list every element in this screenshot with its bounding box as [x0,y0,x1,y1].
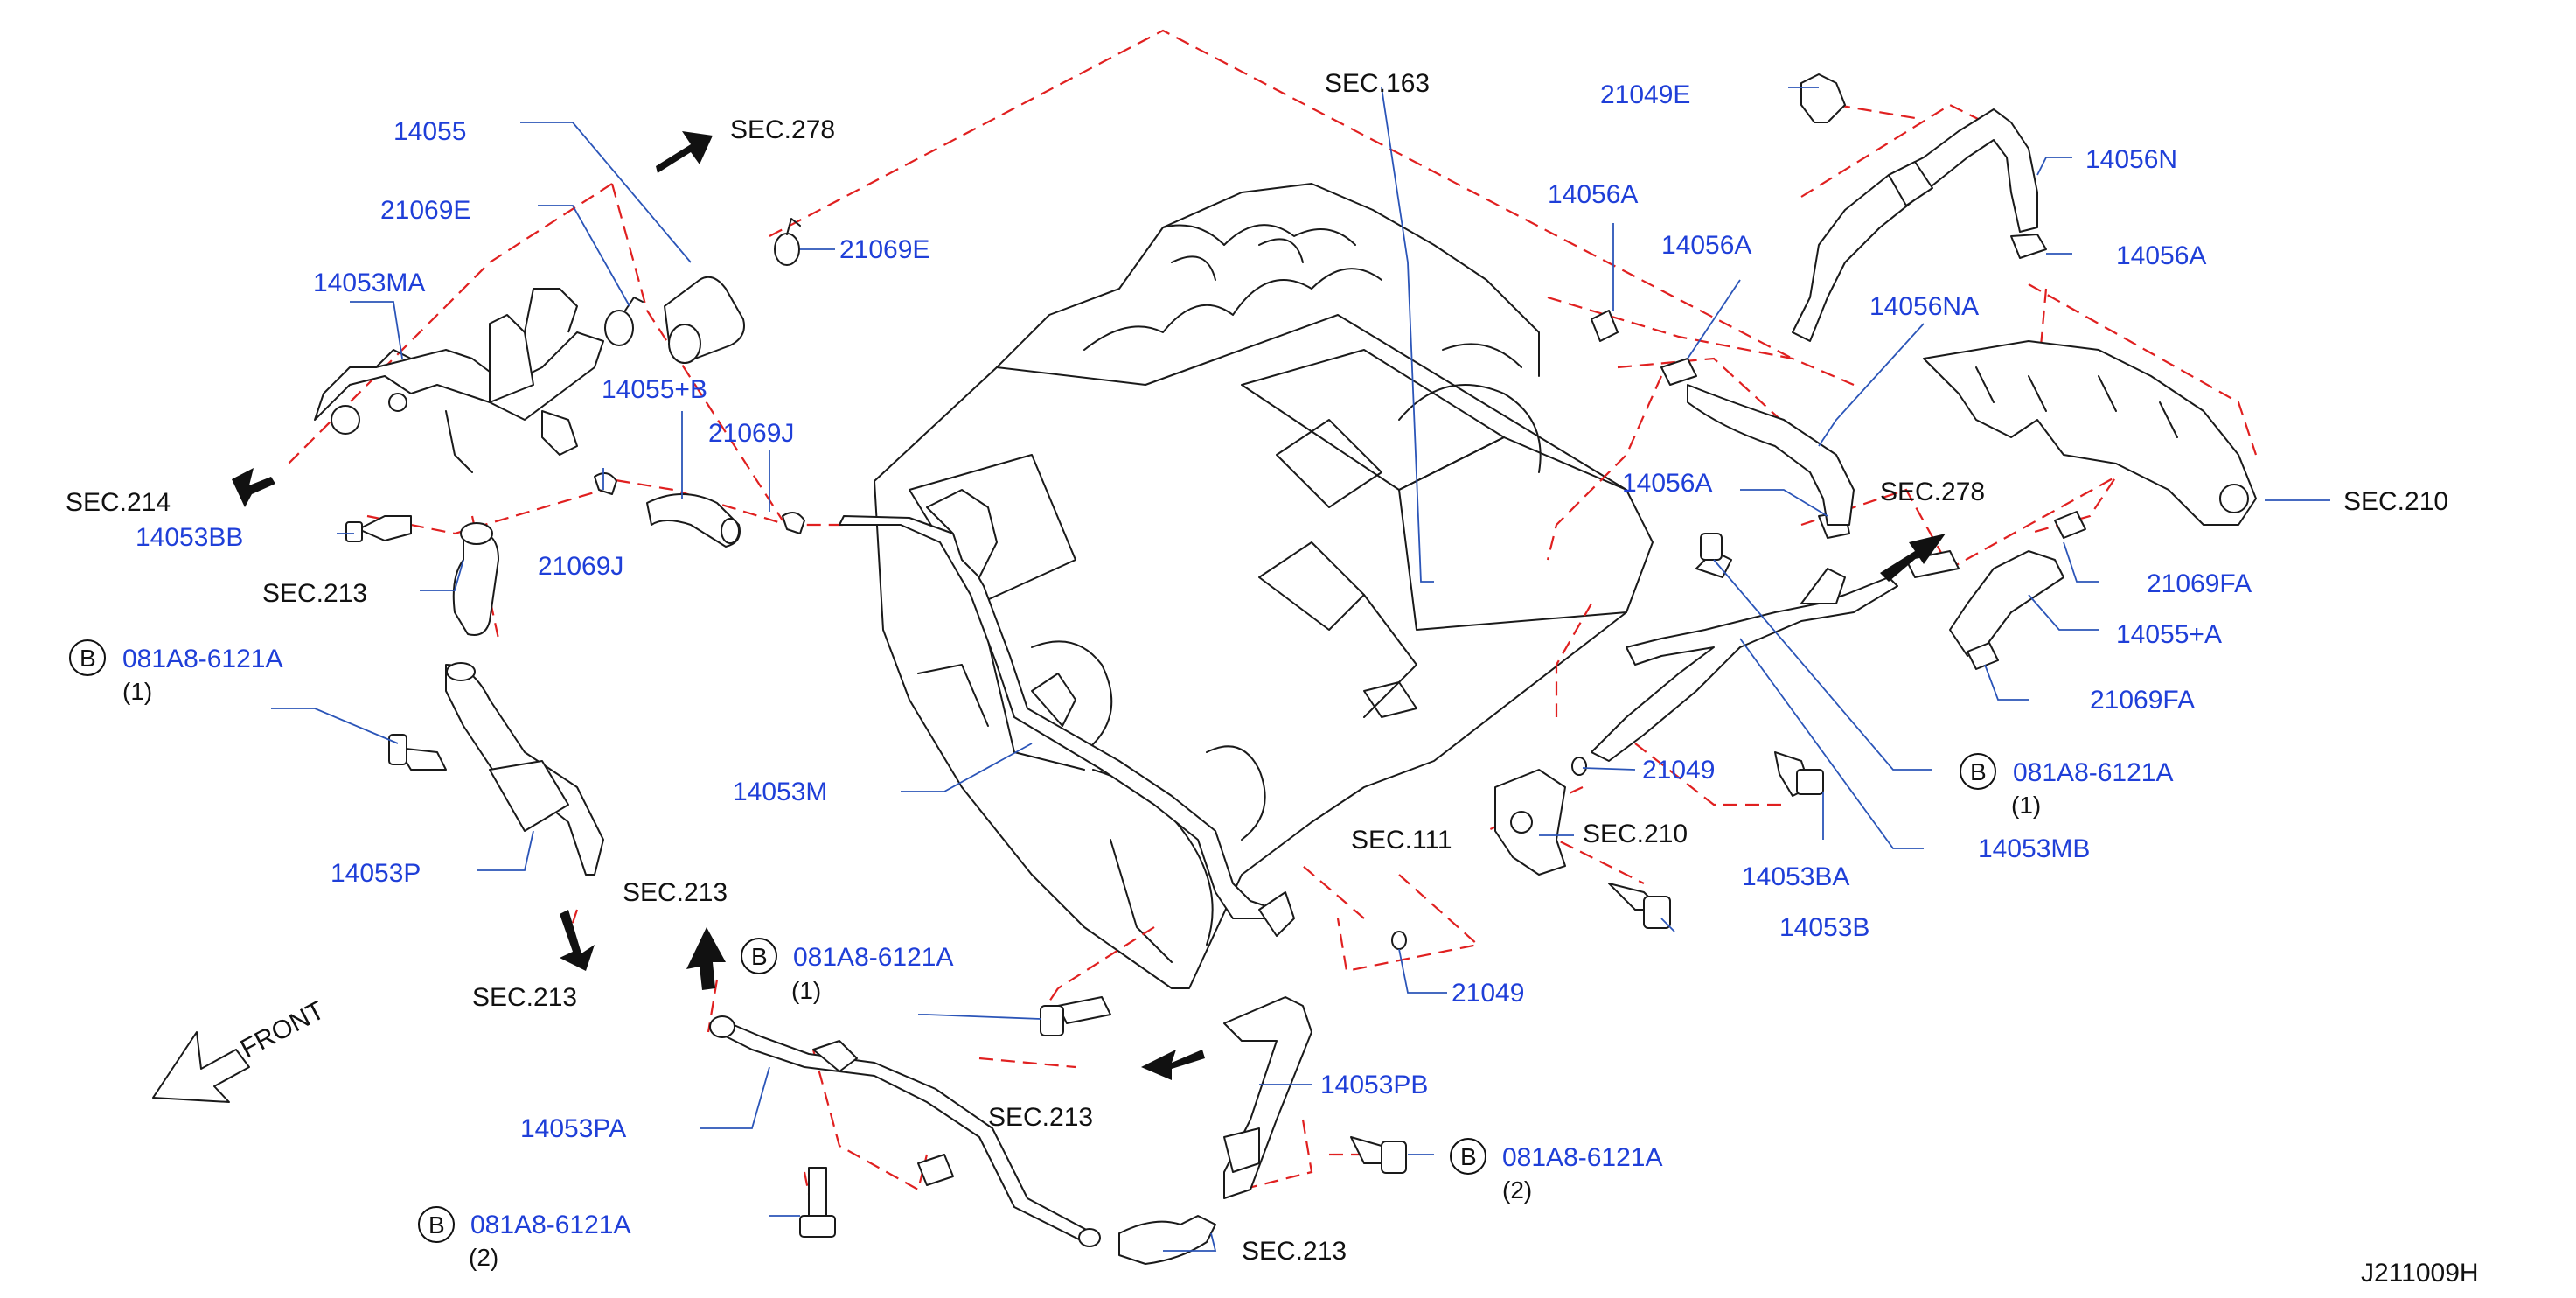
bolt-marker-3 [418,1206,455,1243]
bolt-marker-2 [741,938,777,974]
parts-illustration [314,73,2257,1265]
sec111-label: SEC.111 [1351,826,1452,855]
label-081A8-1: 081A8-6121A [122,645,283,673]
sec210-right-label: SEC.210 [2343,487,2448,516]
label-21049-b: 21049 [1452,979,1524,1008]
label-21069J-b: 21069J [538,552,623,581]
label-21069E-a: 21069E [380,196,470,225]
label-081A8-4: 081A8-6121A [1502,1143,1663,1172]
label-14053BB: 14053BB [136,523,243,552]
label-21069FA-b: 21069FA [2090,686,2195,715]
arrow-sec213-left [560,910,595,971]
label-14053PB: 14053PB [1320,1071,1428,1099]
label-14053P: 14053P [331,859,421,888]
arrow-sec278-right [1880,534,1946,582]
front-label: FRONT [236,996,330,1064]
label-14056NA: 14056NA [1869,292,1979,321]
part-labels: 14055 21069E 21069E 14053MA 14055+B 2106… [122,80,2252,1271]
label-14053B: 14053B [1779,913,1869,942]
svg-text:B: B [428,1211,445,1239]
svg-text:B: B [751,943,768,970]
front-arrow-icon [152,1031,250,1103]
qty-081A8-2: (1) [791,977,821,1004]
direction-arrows [152,131,1946,1103]
label-21069E-b: 21069E [839,235,929,264]
label-14056A-c: 14056A [1661,231,1751,260]
bolt-marker-5 [1960,753,1996,790]
sec213-bottom-label: SEC.213 [1242,1237,1347,1266]
bolt-markers: B B B B B [69,639,1996,1243]
label-14055A: 14055+A [2116,620,2222,649]
label-14053M: 14053M [733,778,827,806]
label-14056N: 14056N [2085,145,2177,174]
qty-081A8-5: (1) [2011,792,2041,819]
section-labels: SEC.278 SEC.163 SEC.214 SEC.213 SEC.213 … [66,69,2448,1266]
svg-text:B: B [80,645,96,672]
sec213-bottom-left-label: SEC.213 [472,983,577,1012]
leader-lines [271,87,2330,1252]
arrow-sec213-up [686,927,726,990]
label-21069J-a: 21069J [708,419,794,448]
label-14056A-a: 14056A [2116,241,2206,270]
label-21049-a: 21049 [1642,756,1715,785]
svg-text:B: B [1460,1143,1477,1170]
label-14053BA: 14053BA [1742,862,1849,891]
dashed-guide-lines [288,29,2258,1217]
label-14056A-b: 14056A [1548,180,1638,209]
label-081A8-3: 081A8-6121A [470,1211,631,1239]
sec163-label: SEC.163 [1325,69,1430,98]
sec213-left-label: SEC.213 [262,579,367,608]
label-14056A-d: 14056A [1622,469,1712,498]
sec213-mid-label: SEC.213 [623,878,728,907]
arrow-sec278-top [656,131,713,173]
label-14055B: 14055+B [602,375,707,404]
label-081A8-5: 081A8-6121A [2013,758,2174,787]
qty-081A8-4: (2) [1502,1176,1532,1204]
diagram-code: J211009H [2361,1259,2479,1288]
bolt-marker-1 [69,639,106,676]
label-081A8-2: 081A8-6121A [793,943,954,972]
sec213-lower-label: SEC.213 [988,1103,1093,1132]
label-14053MA: 14053MA [313,269,425,297]
label-14055: 14055 [393,117,466,146]
arrow-sec213-mid [1141,1050,1205,1080]
sec278-top-label: SEC.278 [730,115,835,144]
label-14053PA: 14053PA [520,1114,626,1143]
label-14053MB: 14053MB [1978,834,2090,863]
label-21049E: 21049E [1600,80,1690,109]
arrow-sec214 [232,468,275,507]
label-21069FA-a: 21069FA [2147,569,2252,598]
qty-081A8-1: (1) [122,678,152,705]
svg-text:B: B [1970,758,1987,785]
qty-081A8-3: (2) [469,1244,498,1271]
sec214-label: SEC.214 [66,488,171,517]
bolt-marker-4 [1450,1138,1486,1175]
sec278-right-label: SEC.278 [1880,478,1985,506]
sec210-mid-label: SEC.210 [1583,820,1688,848]
